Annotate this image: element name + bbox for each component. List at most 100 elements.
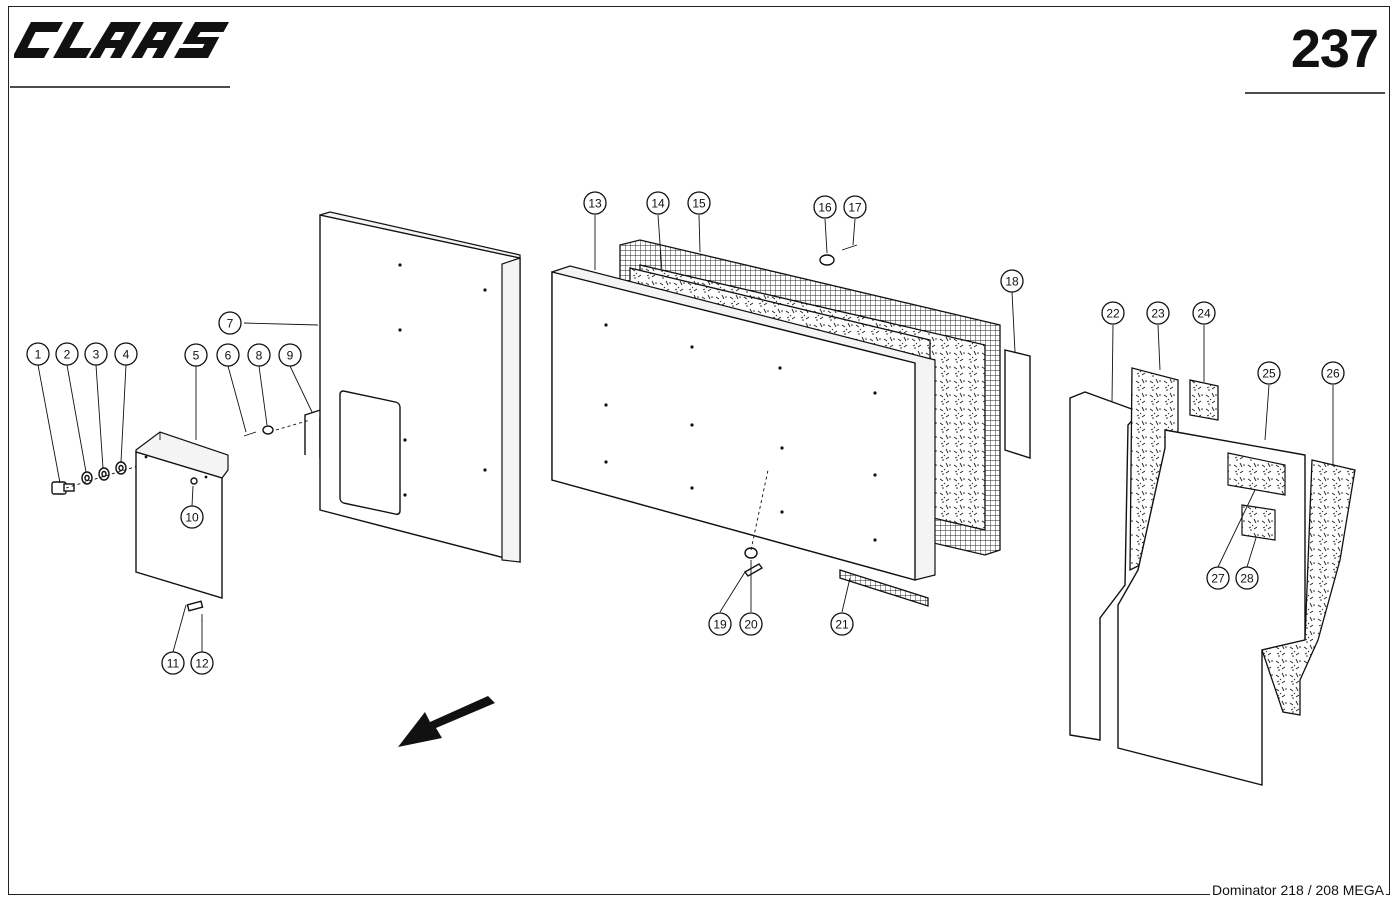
panel-13 — [551, 265, 936, 581]
callout-7: 7 — [218, 311, 242, 335]
support-22 — [1069, 391, 1142, 741]
page-number: 237 — [1290, 19, 1379, 79]
callout-circle — [1321, 361, 1345, 385]
callout-circle — [278, 343, 302, 367]
callout-circle — [708, 612, 732, 636]
callout-20: 20 — [739, 612, 763, 636]
callout-26: 26 — [1321, 361, 1345, 385]
callout-circle — [1235, 566, 1259, 590]
callout-5: 5 — [184, 343, 208, 367]
callout-circle — [1192, 301, 1216, 325]
leader-lines — [37, 214, 1334, 653]
callout-3: 3 — [84, 342, 108, 366]
foam-strip-26 — [1261, 459, 1356, 716]
callout-circle — [583, 191, 607, 215]
callout-14: 14 — [646, 191, 670, 215]
foam-block-24 — [1189, 379, 1219, 421]
callout-9: 9 — [278, 343, 302, 367]
callout-label: 23 — [1151, 307, 1165, 321]
bolt-19 — [743, 563, 764, 577]
callout-16: 16 — [813, 195, 837, 219]
clamp-8 — [262, 425, 274, 435]
callout-label: 15 — [692, 197, 706, 211]
model-caption: Dominator 218 / 208 MEGA — [1210, 882, 1386, 898]
callout-circle — [180, 505, 204, 529]
callout-6: 6 — [216, 343, 240, 367]
callout-28: 28 — [1235, 566, 1259, 590]
callout-label: 1 — [35, 348, 42, 362]
callout-label: 2 — [64, 348, 71, 362]
callout-label: 17 — [848, 201, 862, 215]
nut-4 — [115, 461, 127, 475]
callout-circle — [813, 195, 837, 219]
panel-7 — [319, 211, 521, 563]
callout-label: 6 — [225, 349, 232, 363]
direction-arrow-icon — [398, 696, 495, 747]
callout-circle — [161, 651, 185, 675]
callout-label: 26 — [1326, 367, 1340, 381]
drawing-frame — [8, 6, 1390, 895]
callout-25: 25 — [1257, 361, 1281, 385]
callout-27: 27 — [1206, 566, 1230, 590]
callout-circle — [84, 342, 108, 366]
callout-label: 22 — [1106, 307, 1120, 321]
callout-label: 27 — [1211, 572, 1225, 586]
callout-13: 13 — [583, 191, 607, 215]
callout-label: 21 — [835, 618, 849, 632]
callout-label: 24 — [1197, 307, 1211, 321]
callout-22: 22 — [1101, 301, 1125, 325]
callout-11: 11 — [161, 651, 185, 675]
callout-label: 9 — [287, 349, 294, 363]
washer-3 — [98, 467, 110, 481]
callout-circle — [687, 191, 711, 215]
callout-17: 17 — [843, 195, 867, 219]
callout-15: 15 — [687, 191, 711, 215]
callout-label: 28 — [1240, 572, 1254, 586]
pin-17 — [841, 244, 858, 251]
callout-circle — [114, 342, 138, 366]
callout-label: 16 — [818, 201, 832, 215]
callout-label: 10 — [185, 511, 199, 525]
callout-label: 7 — [227, 317, 234, 331]
strip-21 — [839, 569, 929, 607]
callout-label: 3 — [93, 348, 100, 362]
callout-label: 18 — [1005, 275, 1019, 289]
callout-21: 21 — [830, 612, 854, 636]
callout-2: 2 — [55, 342, 79, 366]
callout-circle — [1146, 301, 1170, 325]
pin-6 — [243, 431, 257, 437]
clip-11 — [186, 600, 204, 612]
callout-circle — [55, 342, 79, 366]
callout-label: 13 — [588, 197, 602, 211]
washer-16 — [819, 254, 835, 266]
callout-circle — [190, 651, 214, 675]
callout-19: 19 — [708, 612, 732, 636]
claas-logo — [14, 22, 230, 58]
callout-circle — [1000, 269, 1024, 293]
callout-circle — [739, 612, 763, 636]
callout-label: 8 — [256, 349, 263, 363]
callout-circle — [830, 612, 854, 636]
callout-18: 18 — [1000, 269, 1024, 293]
callout-label: 14 — [651, 197, 665, 211]
callout-4: 4 — [114, 342, 138, 366]
callout-circle — [1101, 301, 1125, 325]
callout-label: 5 — [193, 349, 200, 363]
rail-18 — [1004, 349, 1031, 459]
callout-circle — [184, 343, 208, 367]
callout-circle — [1257, 361, 1281, 385]
callout-label: 11 — [167, 657, 180, 671]
callout-24: 24 — [1192, 301, 1216, 325]
callout-circle — [216, 343, 240, 367]
callout-circle — [646, 191, 670, 215]
callout-circle — [218, 311, 242, 335]
callout-label: 19 — [713, 618, 727, 632]
cover-plate-5 — [135, 431, 229, 599]
callout-label: 4 — [123, 348, 130, 362]
callout-label: 20 — [744, 618, 758, 632]
callout-label: 12 — [195, 657, 209, 671]
callout-8: 8 — [247, 343, 271, 367]
